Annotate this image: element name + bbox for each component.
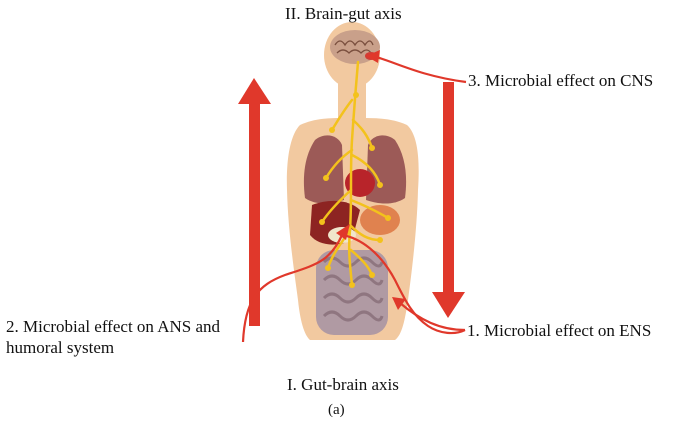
ans-effect-label-line1: 2. Microbial effect on ANS and: [6, 317, 221, 336]
intestines: [316, 250, 388, 335]
nerve-nodes: [319, 92, 391, 288]
cns-leader-line: [366, 50, 467, 84]
nerve-network: [320, 60, 390, 287]
ans-effect-label-line2: humoral system: [6, 338, 115, 357]
cns-effect-label: 3. Microbial effect on CNS: [468, 71, 654, 90]
gut-brain-axis-title: I. Gut-brain axis: [287, 375, 399, 394]
ans-leader-line: [241, 224, 466, 343]
ens-effect-label: 1. Microbial effect on ENS: [467, 321, 652, 340]
lungs: [303, 135, 407, 204]
brain-gut-arrow: [432, 82, 465, 318]
figure-caption: (a): [328, 402, 345, 418]
brain-gut-axis-title: II. Brain-gut axis: [285, 4, 402, 23]
heart: [345, 169, 375, 197]
gut-brain-arrow: [238, 78, 271, 326]
ens-leader-line: [392, 297, 466, 332]
ans-effect-label: 2. Microbial effect on ANS and humoral s…: [6, 316, 220, 358]
